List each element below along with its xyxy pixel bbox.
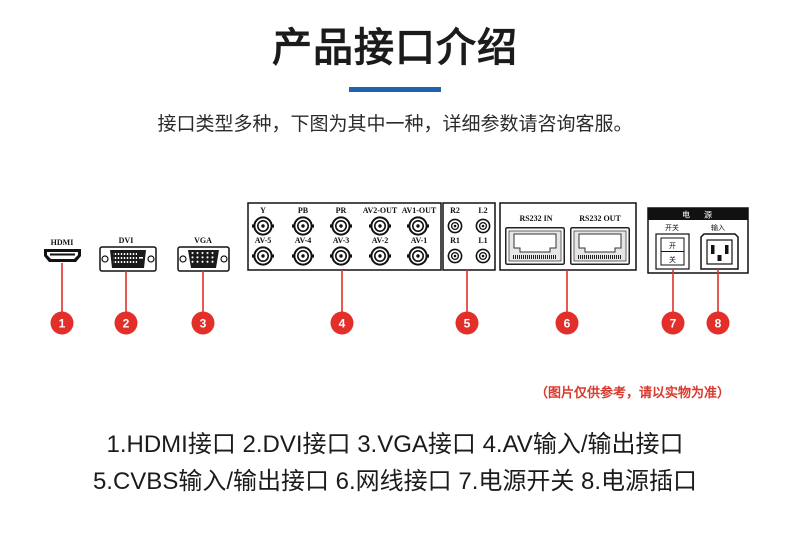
- rs232-in-label: RS232 IN: [519, 214, 552, 223]
- power-switch-icon: [655, 233, 690, 270]
- power-panel: 电源 开关 开 关 输入: [647, 207, 749, 274]
- rca-connector-icon: [447, 248, 463, 264]
- callout-number: 1: [59, 317, 66, 331]
- callout-circle: [191, 311, 215, 335]
- rj45-port-icon: [570, 227, 630, 265]
- av-top-label: Y: [260, 206, 266, 215]
- callout-4: 4: [330, 311, 354, 335]
- page-subtitle: 接口类型多种，下图为其中一种，详细参数请咨询客服。: [157, 114, 633, 135]
- hdmi-port: HDMI: [44, 238, 81, 262]
- callout-circle: [330, 311, 354, 335]
- legend-line: 5.CVBS输入/输出接口 6.网线接口 7.电源开关 8.电源插口: [92, 468, 698, 495]
- hdmi-label: HDMI: [51, 238, 74, 247]
- rca-connector-icon: [475, 248, 491, 264]
- av-top-label: PB: [298, 206, 309, 215]
- power-header-bar: [648, 208, 748, 220]
- rca-connector-icon: [447, 218, 463, 234]
- dvi-port: DVI: [99, 236, 157, 272]
- network-port-group: RS232 IN RS232 OUT: [499, 202, 637, 271]
- av-bottom-label: AV-1: [411, 236, 428, 245]
- callout-6: 6: [555, 311, 579, 335]
- rj45-port-icon: [505, 227, 565, 265]
- audio-bottom-label: R1: [450, 236, 460, 245]
- callout-number: 8: [715, 317, 722, 331]
- callout-1: 1: [50, 311, 74, 335]
- callout-circle: [50, 311, 74, 335]
- callout-2: 2: [114, 311, 138, 335]
- power-switch-label: 开关: [665, 223, 679, 232]
- callout-7: 7: [661, 311, 685, 335]
- callout-number: 6: [564, 317, 571, 331]
- callout-number: 5: [464, 317, 471, 331]
- callout-number: 4: [339, 317, 346, 331]
- switch-on-label: 开: [669, 242, 676, 250]
- callout-circle: [555, 311, 579, 335]
- audio-bottom-label: L1: [478, 236, 487, 245]
- audio-port-group: R2 L2 R1 L1: [442, 202, 496, 271]
- callout-number: 7: [670, 317, 677, 331]
- av-bottom-label: AV-3: [333, 236, 350, 245]
- av-top-label: AV2-OUT: [363, 206, 398, 215]
- callout-circle: [706, 311, 730, 335]
- av-port-group: Y PB PR AV2-OUT AV1-OUT AV-5 AV-4 AV-3 A…: [247, 202, 442, 271]
- vga-port-icon: [177, 246, 230, 272]
- title-underline: [349, 87, 441, 92]
- hdmi-port-icon: [44, 249, 81, 262]
- av-bottom-label: AV-4: [295, 236, 312, 245]
- dvi-label: DVI: [119, 236, 134, 245]
- callout-8: 8: [706, 311, 730, 335]
- callout-number: 3: [200, 317, 207, 331]
- callout-circle: [661, 311, 685, 335]
- rca-connector-icon: [475, 218, 491, 234]
- power-header-label: 电源: [682, 210, 726, 220]
- legend-line: 1.HDMI接口 2.DVI接口 3.VGA接口 4.AV输入/输出接口: [106, 431, 684, 458]
- callout-number: 2: [123, 317, 130, 331]
- page-title: 产品接口介绍: [272, 26, 518, 70]
- audio-top-label: L2: [478, 206, 487, 215]
- callout-circle: [455, 311, 479, 335]
- av-top-label: PR: [336, 206, 347, 215]
- vga-port: VGA: [177, 236, 230, 272]
- rs232-out-label: RS232 OUT: [579, 214, 621, 223]
- av-top-label: AV1-OUT: [402, 206, 437, 215]
- power-input-label: 输入: [711, 223, 725, 232]
- switch-off-label: 关: [669, 255, 676, 264]
- dvi-port-icon: [99, 246, 157, 272]
- callout-circle: [114, 311, 138, 335]
- power-socket-icon: [700, 233, 739, 270]
- vga-label: VGA: [194, 236, 212, 245]
- callout-5: 5: [455, 311, 479, 335]
- av-bottom-label: AV-5: [255, 236, 272, 245]
- disclaimer-note: （图片仅供参考，请以实物为准）: [534, 385, 730, 400]
- callout-3: 3: [191, 311, 215, 335]
- av-bottom-label: AV-2: [372, 236, 389, 245]
- audio-top-label: R2: [450, 206, 460, 215]
